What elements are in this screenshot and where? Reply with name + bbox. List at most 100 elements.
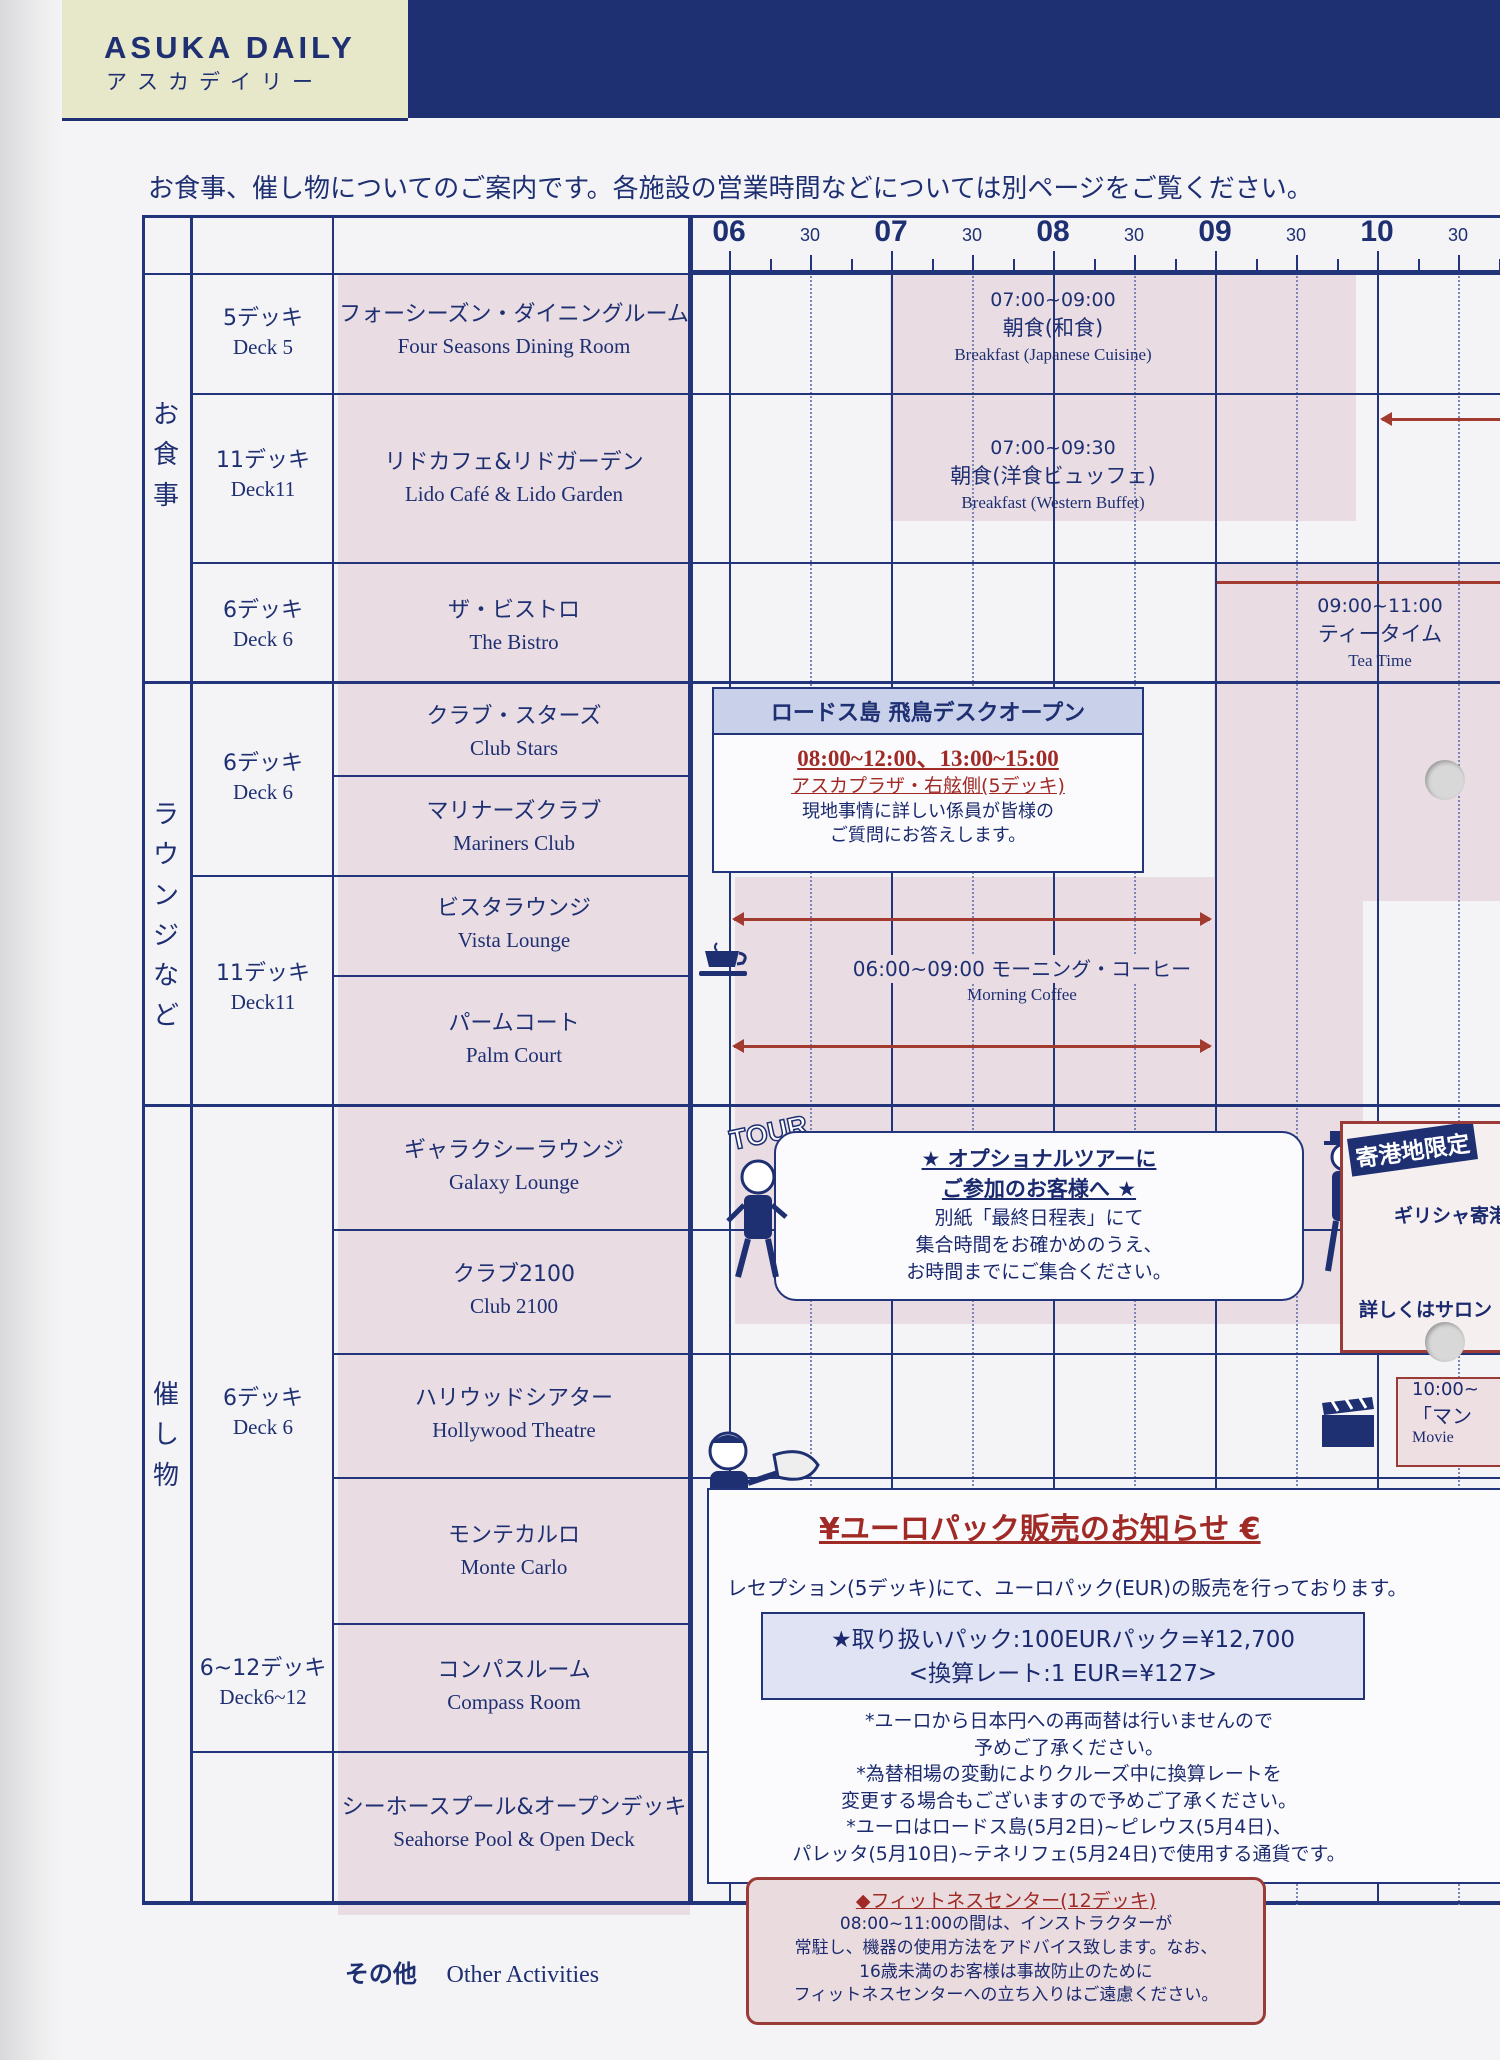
row-line [190,875,690,877]
divider [688,215,691,1905]
tour-line: 集合時間をお確かめのうえ、 [915,1234,1163,1256]
deck-11-lounges: 11デッキ Deck11 [194,960,332,1016]
limited-line: ギリシャ寄港 [1393,1205,1500,1227]
movie-time: 10:00~ [1412,1379,1479,1400]
deck-en: Deck 6 [232,626,294,651]
venue-en: Vista Lounge [457,927,571,952]
hour-label: 09 [1198,215,1232,248]
deck-jp: 11デッキ [216,448,310,473]
deck-en: Deck11 [230,476,296,501]
tick [1013,259,1015,271]
venue-club-stars: クラブ・スターズ Club Stars [338,701,690,763]
venue-jp: モンテカルロ [447,1523,580,1548]
tick [1337,259,1339,271]
hour-line [1053,273,1055,1905]
euro-note: *ユーロから日本円への再両替は行いませんので [865,1710,1273,1732]
brand-title: ASUKA DAILY [104,30,356,65]
tick [1418,259,1420,271]
euro-notes: *ユーロから日本円への再両替は行いませんので 予めご了承ください。 *為替相場の… [709,1708,1429,1868]
venue-en: Palm Court [465,1042,563,1067]
deck-jp: 6デッキ [223,598,303,623]
rhodes-line: ご質問にお答えします。 [829,824,1027,846]
tour-line: 別紙「最終日程表」にて [934,1207,1144,1229]
tick [729,251,731,271]
row-line [334,1353,1500,1355]
tick [1053,251,1055,271]
hour-label: 06 [712,215,746,248]
section-label-lounges: ラウンジなど [152,800,179,1032]
half-label: 30 [1447,225,1469,245]
venue-four-seasons: フォーシーズン・ダイニングルーム Four Seasons Dining Roo… [338,299,690,361]
euro-note: *為替相場の変動によりクルーズ中に換算レートを [856,1763,1282,1786]
rhodes-desk-notice: ロードス島 飛鳥デスクオープン 08:00~12:00、13:00~15:00 … [712,687,1144,873]
tick [1134,255,1136,271]
venue-en: Seahorse Pool & Open Deck [393,1826,635,1851]
half-hour-line [1134,273,1136,1905]
tour-line: お時間までにご集合ください。 [906,1261,1172,1283]
other-en: Other Activities [446,1962,600,1988]
schedule-grid: 06 07 08 09 10 30 30 30 30 30 お食事 ラウンジなど… [142,215,1500,2025]
tick [851,259,853,271]
euro-note: *ユーロはロードス島(5月2日)~ピレウス(5月4日)、 [846,1816,1292,1839]
euro-note: パレッタ(5月10日)~テネリフェ(5月24日)で使用する通貨です。 [792,1842,1346,1865]
time-axis [690,270,1500,273]
half-hour-line [1296,273,1298,1905]
euro-note: 変更する場合もございますので予めご了承ください。 [840,1789,1297,1812]
row-line [334,975,690,977]
deck-jp: 11デッキ [216,961,310,986]
port-limited-notice: 寄港地限定 フッ ギリシャ寄港 詳しくはサロン [1340,1121,1500,1353]
event-morning-coffee: 06:00~09:00 モーニング・コーヒー Morning Coffee [742,955,1302,1007]
half-hour-line [1458,273,1460,1905]
euro-note: 予めご了承ください。 [973,1736,1164,1759]
hour-line [729,273,731,1905]
deck-6-events: 6デッキ Deck 6 [194,1385,332,1441]
row-line [190,393,1500,395]
movie-notice: 10:00~ 「マン Movie [1396,1377,1500,1467]
section-label-meals: お食事 [152,400,179,511]
half-hour-line [972,273,974,1905]
venue-bistro: ザ・ビストロ The Bistro [338,595,690,657]
hour-label: 07 [874,215,908,248]
tick [1296,255,1298,271]
punch-hole [1425,760,1465,800]
event-time: 07:00~09:00 [990,289,1116,311]
section-line [142,681,1500,684]
tick [1377,251,1379,271]
venue-en: Hollywood Theatre [432,1417,596,1442]
clapperboard-icon [1322,1397,1374,1447]
venue-en: The Bistro [469,629,559,654]
venue-jp: ギャラクシーラウンジ [403,1138,624,1163]
divider [690,215,693,1905]
event-time: 09:00~11:00 [1317,595,1443,617]
scan-binding-edge [0,0,62,2060]
movie-title: 「マン [1412,1404,1472,1428]
limited-line: 詳しくはサロン [1359,1299,1493,1321]
event-jp: 朝食(和食) [1002,315,1104,340]
movie-en: Movie [1412,1429,1454,1446]
venue-en: Monte Carlo [460,1554,568,1579]
venue-en: Compass Room [447,1689,581,1714]
deck-en: Deck 6 [232,1414,294,1439]
rhodes-title: ロードス島 飛鳥デスクオープン [714,689,1142,735]
hour-line [1377,273,1379,1905]
tick [972,255,974,271]
venue-en: Four Seasons Dining Room [397,333,631,358]
euro-pack-box: ★取り扱いパック:100EURパック=¥12,700 <換算レート:1 EUR=… [761,1612,1365,1700]
half-label: 30 [799,225,821,245]
hour-line [891,273,893,1905]
continuation-arrow [1380,412,1500,426]
deck-jp: 6~12デッキ [199,1656,327,1681]
euro-title: ¥ユーロパック販売のお知らせ € [819,1512,1261,1547]
header-brand-panel [62,0,408,121]
hour-line [1215,273,1217,1905]
deck-6-lounges: 6デッキ Deck 6 [194,750,332,806]
row-line [142,273,1500,275]
deck-jp: 6デッキ [223,1386,303,1411]
half-label: 30 [1285,225,1307,245]
venue-jp: コンパスルーム [437,1658,591,1683]
venue-column-shade [338,273,690,1915]
deck-en: Deck6~12 [219,1684,307,1709]
event-jp: 朝食(洋食ビュッフェ) [950,463,1156,488]
event-jp: 06:00~09:00 モーニング・コーヒー [848,955,1196,983]
rhodes-place: アスカプラザ・右舷側(5デッキ) [791,775,1065,798]
